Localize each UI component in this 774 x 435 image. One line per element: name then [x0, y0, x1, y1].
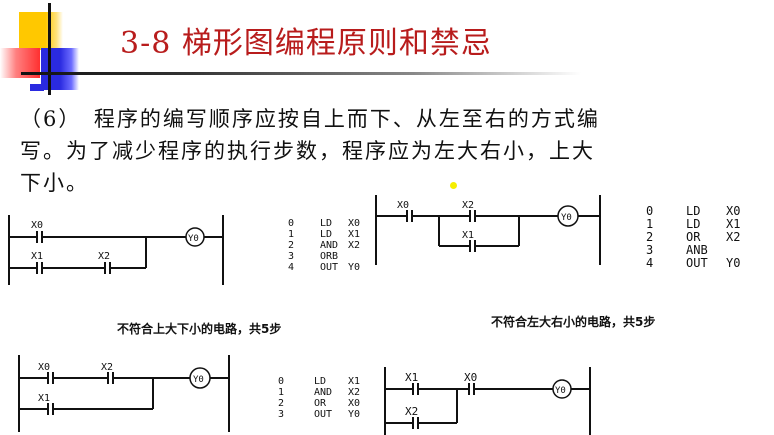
title-underline [21, 72, 581, 75]
contact-label: X1 [462, 230, 474, 241]
contact-label: X2 [98, 251, 110, 262]
logo-vertical-line [48, 3, 51, 95]
ladder-diagram-bottom-right: X1 X0 X2 Y0 [384, 367, 591, 435]
coil-label: Y0 [561, 213, 572, 223]
contact-label: X1 [31, 251, 43, 262]
contact-label: X0 [31, 220, 43, 231]
contact-label: X2 [101, 362, 113, 373]
caption-top-right: 不符合左大右小的电路，共5步 [491, 315, 656, 329]
ladder-diagram-top-left: X0 X1 X2 Y0 [8, 215, 224, 285]
contact-label: X0 [464, 371, 477, 384]
logo-yellow-square [19, 12, 63, 50]
contact-label: X1 [38, 393, 50, 404]
paragraph-line-3: 下小。 [20, 171, 89, 195]
coil-label: Y0 [188, 234, 199, 244]
contact-label: X0 [397, 200, 409, 211]
contact-label: X2 [405, 405, 418, 418]
cursor-highlight-dot [450, 182, 457, 189]
paragraph-line-2: 写。为了减少程序的执行步数，程序应为左大右小，上大 [20, 139, 595, 163]
coil-label: Y0 [193, 375, 204, 385]
logo-blue-tab [30, 84, 44, 91]
contact-label: X0 [38, 362, 50, 373]
coil-label: Y0 [555, 386, 566, 396]
slide-title: 3-8 梯形图编程原则和禁忌 [120, 26, 492, 61]
contact-label: X2 [462, 200, 474, 211]
paragraph-line-1: （6） 程序的编写顺序应按自上而下、从左至右的方式编 [20, 107, 600, 131]
contact-label: X1 [405, 371, 418, 384]
ladder-diagram-bottom-left: X0 X2 X1 Y0 [18, 355, 230, 432]
body-paragraph: （6） 程序的编写顺序应按自上而下、从左至右的方式编 写。为了减少程序的执行步数… [20, 103, 720, 199]
ladder-diagram-top-right: X0 X2 X1 Y0 [375, 195, 601, 265]
caption-top-left: 不符合上大下小的电路，共5步 [117, 322, 282, 336]
logo-blue-square [41, 48, 79, 90]
